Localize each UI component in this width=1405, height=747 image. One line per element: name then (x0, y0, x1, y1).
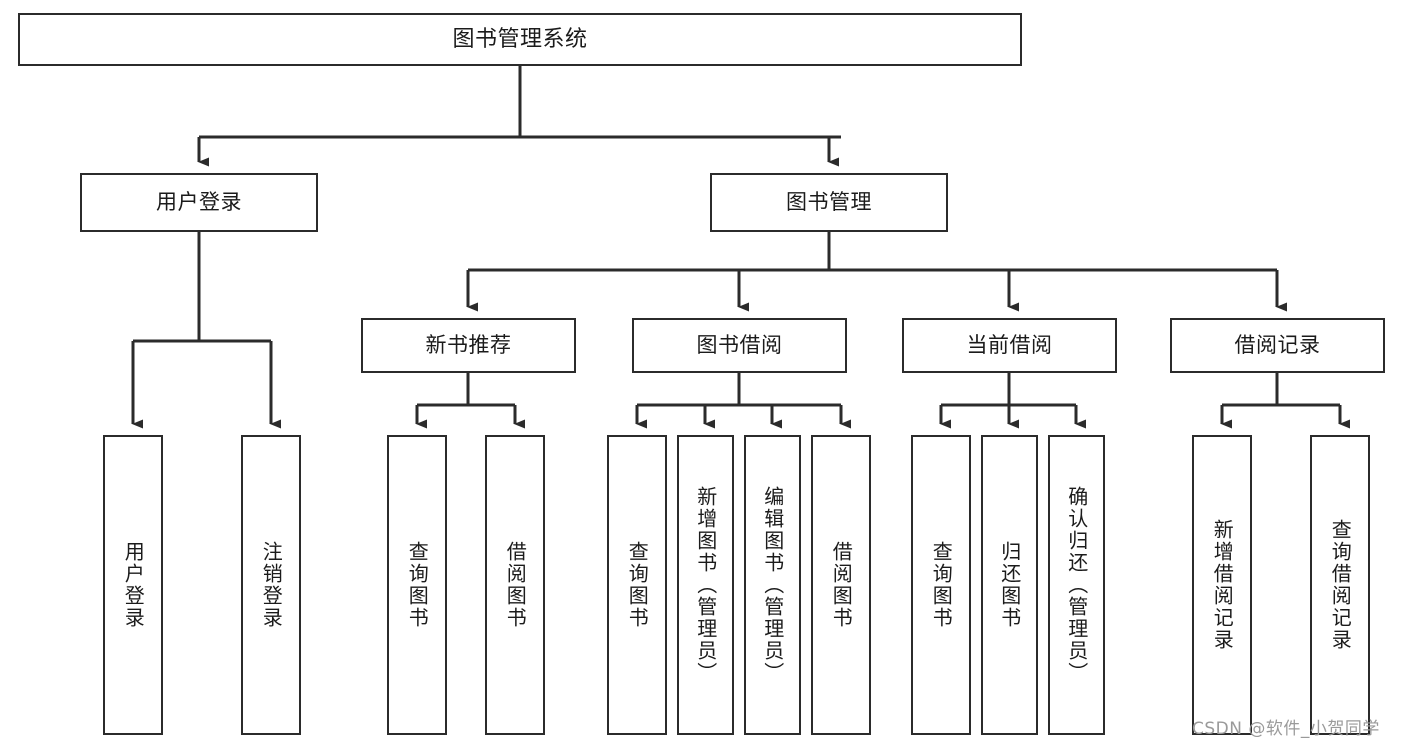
node-label: 归还图书 (997, 541, 1022, 629)
node-label: 用户登录 (121, 541, 146, 629)
node-label: 借阅记录 (1234, 333, 1321, 358)
node-label: 借阅图书 (829, 541, 854, 629)
node-label: 图书管理 (786, 190, 872, 215)
node-label: 查询图书 (625, 541, 650, 629)
node-label: 查询借阅记录 (1328, 519, 1353, 651)
leaf-recommend-query-book[interactable]: 查询图书 (387, 435, 447, 735)
node-new-book-recommend[interactable]: 新书推荐 (361, 318, 576, 373)
node-current-borrow[interactable]: 当前借阅 (902, 318, 1117, 373)
leaf-user-login-signin[interactable]: 用户登录 (103, 435, 163, 735)
leaf-user-login-signout[interactable]: 注销登录 (241, 435, 301, 735)
node-user-login[interactable]: 用户登录 (80, 173, 318, 232)
node-label: 图书管理系统 (452, 26, 588, 52)
node-book-management[interactable]: 图书管理 (710, 173, 948, 232)
node-label: 新增借阅记录 (1210, 519, 1235, 651)
watermark-text: CSDN @软件_小贺同学 (1192, 719, 1380, 739)
node-label: 新增图书（管理员） (693, 486, 718, 684)
node-label: 查询图书 (405, 541, 430, 629)
node-label: 查询图书 (929, 541, 954, 629)
node-book-borrow[interactable]: 图书借阅 (632, 318, 847, 373)
node-label: 当前借阅 (966, 333, 1053, 358)
leaf-borrow-borrow-book[interactable]: 借阅图书 (811, 435, 871, 735)
node-label: 确认归还（管理员） (1064, 486, 1089, 684)
leaf-borrow-edit-book-admin[interactable]: 编辑图书（管理员） (744, 435, 801, 735)
node-label: 注销登录 (259, 541, 284, 629)
leaf-record-query-record[interactable]: 查询借阅记录 (1310, 435, 1370, 735)
leaf-current-confirm-return-admin[interactable]: 确认归还（管理员） (1048, 435, 1105, 735)
node-label: 借阅图书 (503, 541, 528, 629)
node-label: 用户登录 (156, 190, 242, 215)
leaf-record-add-record[interactable]: 新增借阅记录 (1192, 435, 1252, 735)
node-label: 编辑图书（管理员） (760, 486, 785, 684)
node-borrow-record[interactable]: 借阅记录 (1170, 318, 1385, 373)
leaf-borrow-query-book[interactable]: 查询图书 (607, 435, 667, 735)
leaf-recommend-borrow-book[interactable]: 借阅图书 (485, 435, 545, 735)
leaf-current-query-book[interactable]: 查询图书 (911, 435, 971, 735)
node-label: 新书推荐 (425, 333, 512, 358)
leaf-current-return-book[interactable]: 归还图书 (981, 435, 1038, 735)
node-label: 图书借阅 (696, 333, 783, 358)
node-root-system[interactable]: 图书管理系统 (18, 13, 1022, 66)
leaf-borrow-add-book-admin[interactable]: 新增图书（管理员） (677, 435, 734, 735)
